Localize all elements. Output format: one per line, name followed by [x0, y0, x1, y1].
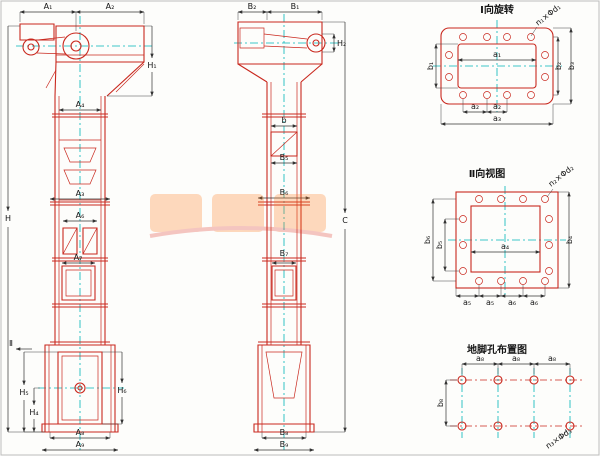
- head-wheel: [62, 32, 90, 60]
- dim-label-B8: B₈: [280, 428, 289, 437]
- dim-label-C: C: [342, 216, 348, 225]
- side-view: [234, 14, 340, 450]
- dim-label-A8: A₈: [76, 428, 85, 437]
- dim-label-a2-left: a₂: [471, 102, 479, 111]
- flange-opening: [457, 43, 537, 89]
- head-casing-side: [237, 21, 323, 65]
- dim-label-B9: B₉: [280, 440, 289, 449]
- anchor-holes: [457, 375, 575, 431]
- dim-label-A4: A₄: [76, 100, 85, 109]
- head-braces: [45, 63, 145, 93]
- dim-label-B1: B₁: [291, 2, 300, 11]
- dim-label-a2-right: a₂: [493, 102, 501, 111]
- dim-label-H5: H₅: [19, 388, 28, 397]
- dim-label-b6: b₆: [423, 236, 432, 244]
- dim-label-A2: A₂: [106, 2, 115, 11]
- motor-side: [239, 27, 265, 49]
- dim-label-a3: a₃: [493, 114, 501, 123]
- anchor-row-lines: [450, 379, 582, 427]
- dim-label-A3: A₃: [76, 189, 85, 198]
- detail-2-title: Ⅱ向视图: [469, 167, 506, 180]
- dim-label-b3: b₃: [567, 62, 576, 70]
- note-leader-2: [546, 188, 554, 198]
- note-leader-3: [559, 429, 568, 441]
- anchor-col-centerlines: [461, 368, 571, 438]
- dim-label-H: H: [5, 214, 11, 223]
- bucket-side: [270, 131, 298, 157]
- bolt-note-2: n₂×Φd₂: [547, 163, 576, 188]
- dim-label-H6: H₆: [117, 386, 126, 395]
- flanges-side: [258, 113, 310, 346]
- dim-label-a6-2: a₆: [530, 298, 538, 307]
- boot-base: [41, 423, 119, 433]
- flange-outline: [440, 27, 554, 105]
- dim-label-a8-1: a₈: [476, 354, 484, 363]
- buckets-mid: [62, 227, 98, 255]
- casing-flanges: [50, 113, 110, 346]
- flange-bolt-holes: [445, 33, 549, 99]
- pulley-side: [306, 33, 326, 53]
- flange2-outline: [455, 191, 559, 289]
- front-view-dimensions: A₁ A₂ H₁ A₄ A₃ A₆ A₇ H Ⅱ H₅ H₄ H₆: [5, 2, 157, 452]
- door-side: [271, 265, 297, 301]
- dim-label-b8: b₈: [436, 399, 445, 407]
- note-leader-1: [530, 26, 538, 37]
- dim-label-b2: b₂: [554, 62, 563, 70]
- drive-base: [19, 23, 55, 41]
- dim-label-a6-1: a₆: [508, 298, 516, 307]
- side-view-dimensions: B₂ B₁ H₂ b B₅ B₆ B₇ B₈ B₉ C: [237, 2, 348, 452]
- dim-label-A1: A₁: [44, 2, 53, 11]
- boot-hopper-side: [265, 351, 303, 399]
- dim-label-a8-3: a₈: [548, 354, 556, 363]
- detail-3-title: 地脚孔布置图: [467, 343, 527, 356]
- front-view: [16, 16, 152, 450]
- dim-label-A6: A₆: [76, 211, 85, 220]
- bolt-note-1: n₁×Φd₁: [534, 2, 563, 27]
- dim-label-A7: A₇: [74, 253, 83, 262]
- motor-pulley: [22, 38, 40, 56]
- detail-3-anchor-holes: 地脚孔布置图 a₈ a₈ a₈ b₈ n₃×Φd₃: [436, 343, 582, 451]
- dim-label-H1: H₁: [147, 61, 156, 70]
- section-mark-II: Ⅱ: [9, 339, 13, 348]
- dim-label-b5: b₅: [435, 241, 444, 249]
- inspection-door: [61, 265, 96, 301]
- dim-label-b1: b₁: [426, 62, 435, 70]
- dim-label-a5-2: a₅: [486, 298, 494, 307]
- dim-label-A9: A₉: [76, 440, 85, 449]
- dim-label-B6: B₆: [280, 188, 289, 197]
- detail-2-boot-flange: Ⅱ向视图 n₂×Φd₂ a₄ b₅ b₆ b₄ a₅ a₅ a: [423, 163, 576, 307]
- buckets-upper: [63, 147, 97, 185]
- dim-label-a5-1: a₅: [463, 298, 471, 307]
- dim-label-a8-2: a₈: [512, 354, 520, 363]
- flange2-bolt-holes: [459, 195, 553, 285]
- column-side-outer: [266, 82, 302, 345]
- dim-label-b: b: [281, 116, 286, 125]
- head-transition-side: [237, 63, 323, 83]
- dim-label-a1: a₁: [493, 50, 501, 59]
- dim-label-H2: H₂: [337, 39, 346, 48]
- detail-1-head-flange: Ⅰ向旋转 n₁×Φd₁ a₁ b₁ b₂ b₃ a₂ a₂: [426, 2, 576, 126]
- dim-label-b4: b₄: [565, 236, 574, 244]
- dim-label-H4: H₄: [29, 408, 38, 417]
- watermark: [149, 194, 333, 238]
- dim-label-B7: B₇: [280, 249, 289, 258]
- detail-1-title: Ⅰ向旋转: [480, 3, 514, 16]
- boot-shaft: [74, 382, 86, 394]
- dim-label-B2: B₂: [248, 2, 257, 11]
- dim-label-a4: a₄: [501, 242, 509, 251]
- belt-lines: [36, 36, 67, 55]
- bolt-note-3: n₃×Φd₃: [544, 426, 573, 450]
- head-transition: [54, 61, 145, 97]
- dim-label-B5: B₅: [280, 153, 289, 162]
- flange2-opening: [470, 205, 541, 273]
